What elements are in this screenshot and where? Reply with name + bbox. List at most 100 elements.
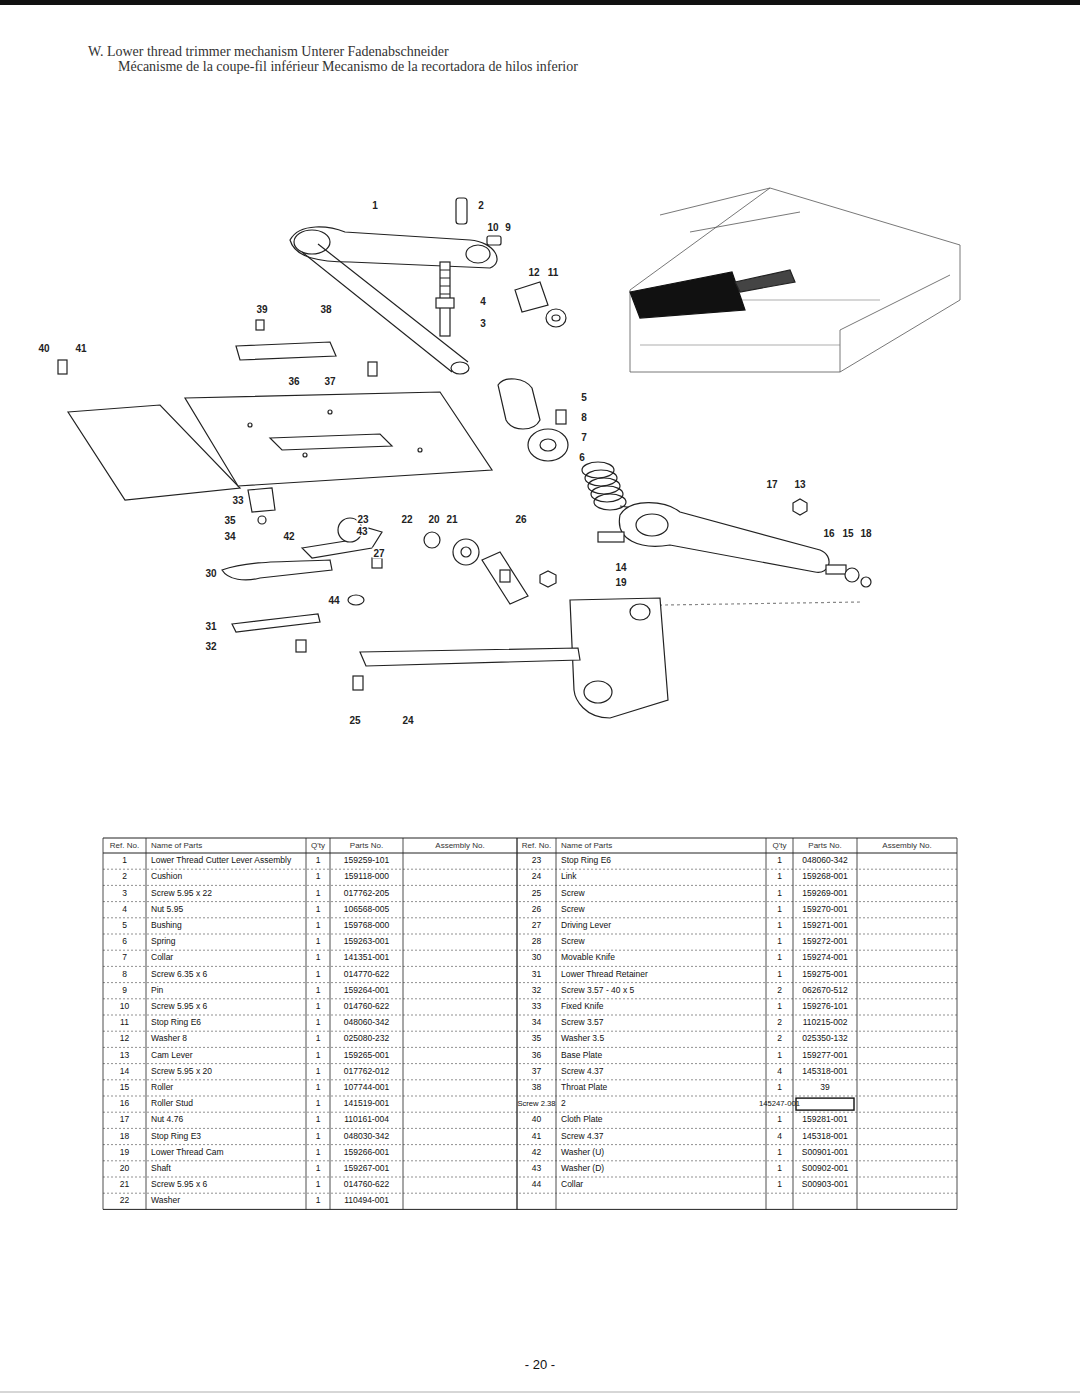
quantity: 2 — [777, 1018, 782, 1027]
part-number: 159270-001 — [802, 905, 847, 914]
part-outline — [487, 236, 501, 245]
ref-number: 37 — [532, 1067, 541, 1076]
part-number: 159276-101 — [802, 1002, 847, 1011]
column-header: Parts No. — [808, 841, 841, 850]
callout-number: 38 — [319, 304, 332, 315]
part-outline — [482, 552, 528, 604]
column-header: Ref. No. — [522, 841, 551, 850]
part-name: Link — [561, 873, 577, 882]
part-name: Base Plate — [561, 1051, 602, 1060]
part-name: Screw — [561, 905, 585, 914]
part-outline — [0, 1392, 1080, 1393]
column-header: Name of Parts — [151, 841, 202, 850]
callout-number: 44 — [327, 595, 340, 606]
table-rule — [103, 1063, 957, 1064]
quantity: 1 — [316, 937, 321, 946]
part-name: Stop Ring E6 — [151, 1018, 201, 1027]
part-name: 2 — [561, 1099, 566, 1108]
part-outline — [630, 272, 745, 318]
table-rule — [517, 838, 518, 1209]
part-number: 39 — [820, 1083, 829, 1092]
part-number: 159269-001 — [802, 889, 847, 898]
part-number: 145318-001 — [802, 1132, 847, 1141]
quantity: 4 — [777, 1132, 782, 1141]
part-outline — [294, 230, 330, 254]
quantity: 1 — [777, 873, 782, 882]
part-number: S00903-001 — [802, 1180, 848, 1189]
table-rule — [103, 1079, 957, 1080]
part-outline — [552, 315, 560, 321]
part-outline — [456, 198, 467, 224]
part-number: 159274-001 — [802, 954, 847, 963]
ref-number: 24 — [532, 873, 541, 882]
part-name: Washer (U) — [561, 1148, 604, 1157]
table-rule — [517, 838, 518, 1209]
top-rule — [0, 0, 1080, 5]
quantity: 1 — [316, 905, 321, 914]
ref-number: 41 — [532, 1132, 541, 1141]
part-name: Screw 5.95 x 6 — [151, 1180, 207, 1189]
callout-number: 11 — [547, 267, 560, 278]
part-name: Screw — [561, 889, 585, 898]
part-outline — [424, 532, 440, 548]
part-outline — [845, 568, 859, 582]
ref-number: 35 — [532, 1035, 541, 1044]
quantity: 2 — [777, 1035, 782, 1044]
part-outline — [270, 434, 392, 450]
callout-number: 27 — [372, 548, 385, 559]
callout-number: 1 — [371, 200, 379, 211]
part-outline — [540, 439, 556, 451]
part-number: 159271-001 — [802, 921, 847, 930]
ref-number: 31 — [532, 970, 541, 979]
part-outline — [793, 499, 807, 515]
part-outline — [528, 429, 568, 461]
ref-number: 28 — [532, 937, 541, 946]
quantity: 1 — [777, 1083, 782, 1092]
table-rule — [103, 998, 957, 999]
part-outline — [636, 514, 668, 536]
ref-number: 30 — [532, 954, 541, 963]
part-number: 110161-004 — [344, 1116, 389, 1125]
ref-number: 22 — [120, 1197, 129, 1206]
callout-number: 25 — [348, 715, 361, 726]
callout-number: 35 — [223, 515, 236, 526]
part-outline — [353, 676, 363, 690]
part-outline — [236, 342, 336, 360]
quantity: 1 — [777, 970, 782, 979]
part-number: 159259-101 — [344, 856, 389, 865]
part-number: 014760-622 — [344, 1002, 389, 1011]
part-number: 159768-000 — [344, 921, 389, 930]
part-number: 145318-001 — [802, 1067, 847, 1076]
ref-number: 32 — [532, 986, 541, 995]
part-outline — [594, 494, 626, 510]
ref-number: 36 — [532, 1051, 541, 1060]
part-outline — [436, 298, 454, 308]
table-rule — [103, 1209, 957, 1210]
callout-number: 40 — [37, 343, 50, 354]
quantity: 145247-001 — [759, 1100, 800, 1108]
table-rule — [103, 934, 957, 935]
table-rule — [103, 966, 957, 967]
callout-number: 16 — [822, 528, 835, 539]
ref-number: 23 — [532, 856, 541, 865]
quantity: 1 — [316, 1197, 321, 1206]
ref-number: 2 — [122, 873, 127, 882]
part-name: Screw 4.37 — [561, 1132, 604, 1141]
part-outline — [248, 488, 275, 512]
part-outline — [296, 640, 306, 652]
part-number: 048030-342 — [344, 1132, 389, 1141]
part-outline — [540, 571, 556, 587]
table-rule — [306, 838, 307, 1209]
page-subtitle: Mécanisme de la coupe-fil inférieur Meca… — [118, 59, 578, 74]
part-number: 159267-001 — [344, 1164, 389, 1173]
part-number: 017762-205 — [344, 889, 389, 898]
part-name: Screw 5.95 x 6 — [151, 1002, 207, 1011]
quantity: 1 — [316, 921, 321, 930]
part-outline — [861, 577, 871, 587]
part-number: 025080-232 — [344, 1035, 389, 1044]
ref-number: 10 — [120, 1002, 129, 1011]
ref-number: 12 — [120, 1035, 129, 1044]
quantity: 1 — [316, 954, 321, 963]
quantity: 1 — [316, 1148, 321, 1157]
part-name: Shaft — [151, 1164, 171, 1173]
